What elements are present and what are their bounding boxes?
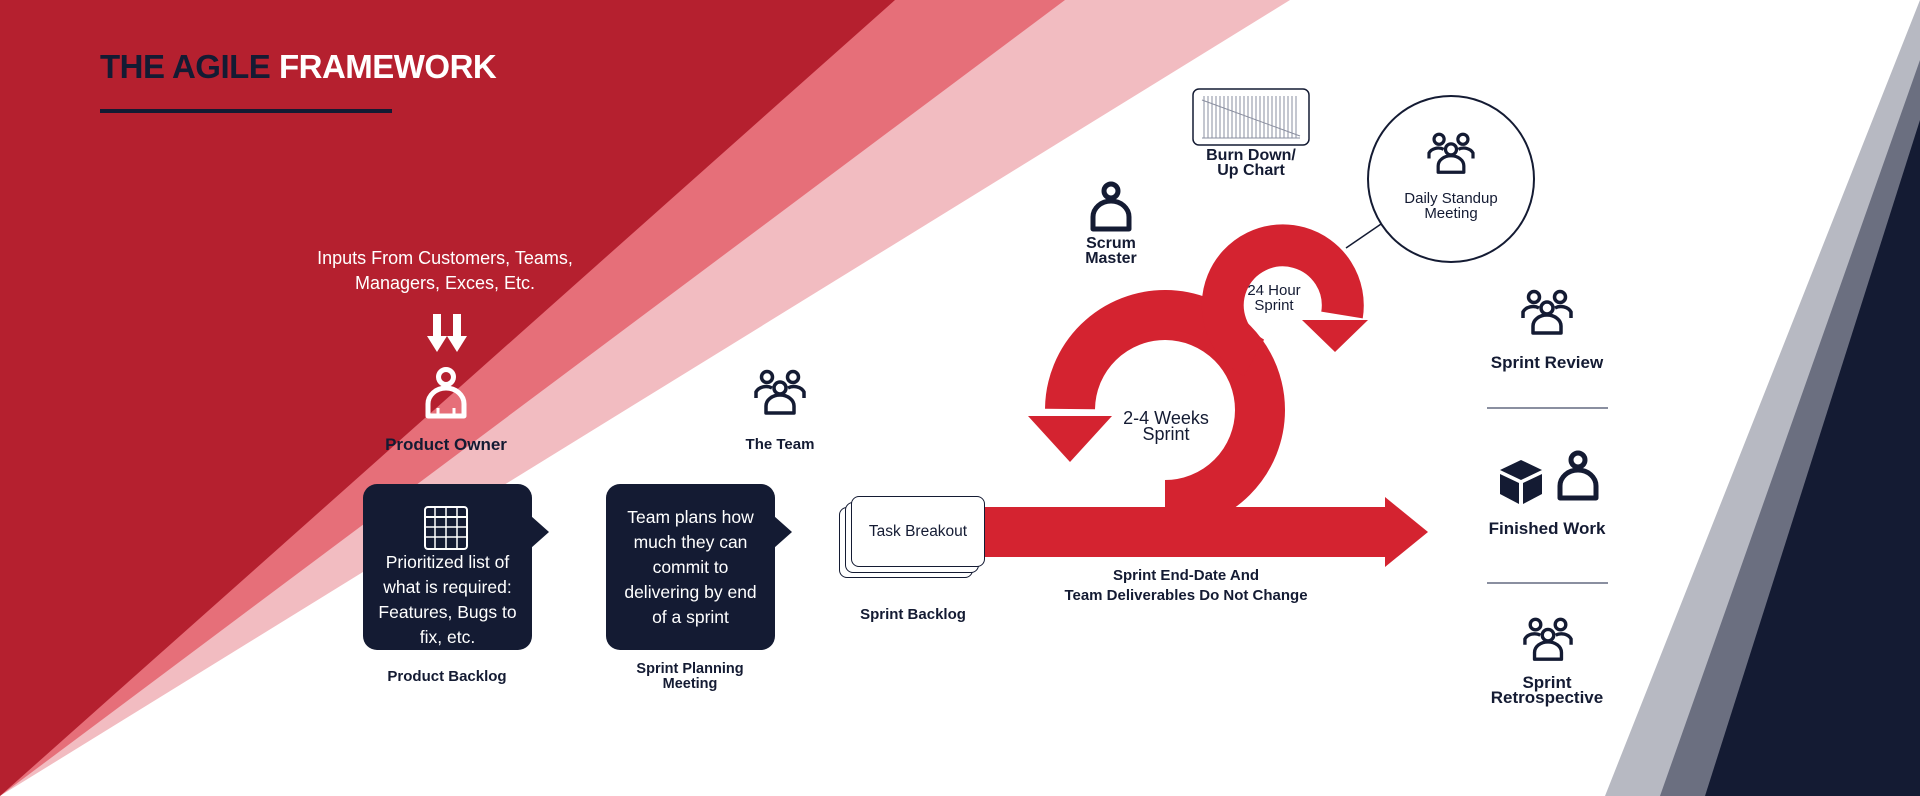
sprint-planning-bubble: Team plans how much they can commit to d… — [606, 484, 775, 650]
product-backlog-label: Product Backlog — [387, 668, 507, 685]
hour-sprint-label: 24 Hour Sprint — [1229, 283, 1319, 313]
sprint-planning-text: Team plans how much they can commit to d… — [624, 507, 757, 627]
burn-chart-line-2: Up Chart — [1217, 162, 1285, 179]
sprint-planning-label: Sprint Planning Meeting — [610, 662, 770, 692]
the-team-label: The Team — [745, 436, 815, 453]
product-backlog-bubble: Prioritized list of what is required: Fe… — [363, 484, 532, 650]
double-down-arrow-icon — [427, 314, 467, 352]
cube-icon — [1500, 460, 1542, 504]
sprint-planning-pointer — [774, 516, 792, 548]
burn-chart-label: Burn Down/ Up Chart — [1181, 147, 1321, 179]
big-loop-arrow-head — [1028, 416, 1112, 462]
scrum-master-label: Scrum Master — [1061, 235, 1161, 267]
standup-line-2: Meeting — [1424, 205, 1478, 222]
sprint-review-label: Sprint Review — [1490, 353, 1604, 372]
finished-work-person-icon — [1557, 450, 1599, 501]
divider-2 — [1487, 582, 1608, 584]
sprint-backlog-label: Sprint Backlog — [860, 606, 966, 623]
hour-sprint-line-1: 24 Hour — [1247, 282, 1301, 299]
red-triangle — [0, 0, 895, 796]
retrospective-label: Sprint Retrospective — [1467, 673, 1627, 707]
burn-chart-line-1: Burn Down/ — [1206, 147, 1296, 164]
weeks-sprint-line-2: Sprint — [1142, 424, 1190, 444]
inputs-text: Inputs From Customers, Teams, Managers, … — [317, 248, 573, 293]
sprint-end-note-line-2: Team Deliverables Do Not Change — [1064, 587, 1308, 604]
daily-standup-circle: Daily Standup Meeting — [1367, 95, 1535, 263]
retrospective-line-1: Sprint — [1522, 673, 1572, 692]
team-icon — [754, 369, 806, 415]
scrum-master-line-2: Master — [1085, 250, 1137, 267]
finished-work-label: Finished Work — [1488, 519, 1606, 538]
standup-label: Daily Standup Meeting — [1381, 191, 1521, 221]
standup-team-icon — [1427, 132, 1475, 174]
sprint-planning-label-line-2: Meeting — [662, 676, 718, 692]
small-loop-arc — [1201, 224, 1364, 377]
product-owner-label: Product Owner — [385, 435, 507, 454]
title-part-1: THE AGILE — [100, 48, 271, 85]
burn-chart-icon — [1192, 88, 1310, 146]
grid-table-icon — [424, 506, 468, 550]
weeks-sprint-label: 2-4 Weeks Sprint — [1106, 408, 1226, 444]
product-backlog-pointer — [531, 516, 549, 548]
sprint-planning-label-line-1: Sprint Planning — [636, 661, 744, 677]
sprint-review-team-icon — [1521, 289, 1573, 335]
sprint-end-note: Sprint End-Date And Team Deliverables Do… — [1036, 566, 1336, 606]
standup-line-1: Daily Standup — [1404, 190, 1498, 207]
hour-sprint-line-2: Sprint — [1254, 297, 1294, 314]
title-part-2: FRAMEWORK — [278, 48, 497, 85]
product-backlog-text: Prioritized list of what is required: Fe… — [378, 552, 517, 647]
title-underline — [100, 109, 392, 113]
standup-connector — [1345, 221, 1385, 249]
page-title: THE AGILE FRAMEWORK — [100, 48, 497, 86]
navy-stripe — [1705, 120, 1920, 796]
retrospective-team-icon — [1523, 617, 1573, 661]
task-breakout-card: Task Breakout — [851, 496, 985, 567]
scrum-master-line-1: Scrum — [1086, 235, 1136, 252]
retrospective-line-2: Retrospective — [1490, 688, 1604, 707]
weeks-sprint-line-1: 2-4 Weeks — [1123, 408, 1209, 428]
divider-1 — [1487, 407, 1608, 409]
scrum-master-person-icon — [1090, 181, 1132, 232]
small-loop-arrow-head — [1302, 320, 1368, 352]
main-arrow-head — [1385, 497, 1428, 567]
sprint-end-note-line-1: Sprint End-Date And — [1112, 567, 1260, 584]
sprint-cycle-arrows — [985, 224, 1395, 557]
product-owner-person-icon — [425, 367, 467, 419]
